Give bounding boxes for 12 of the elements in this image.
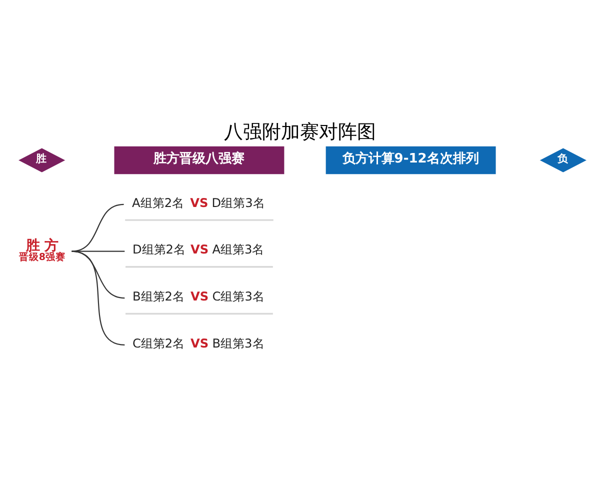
node-text: C组第2名 VS B组第3名 (132, 336, 264, 350)
node-box: 负方计算9-12名次排列 (326, 146, 496, 174)
connector (72, 250, 125, 299)
node-text: D组第2名 VS A组第3名 (132, 242, 264, 257)
connector (72, 250, 125, 346)
node-text: A组第2名 VS D组第3名 (132, 196, 265, 210)
connector (72, 250, 125, 252)
connector (72, 204, 124, 252)
node-box: 胜方晋级八强赛 (114, 146, 284, 174)
node-text: 胜 方 晋级8强赛 (18, 238, 66, 264)
diagram-title: 八强附加赛对阵图 (224, 121, 376, 144)
node-text: B组第2名 VS C组第3名 (132, 289, 264, 304)
